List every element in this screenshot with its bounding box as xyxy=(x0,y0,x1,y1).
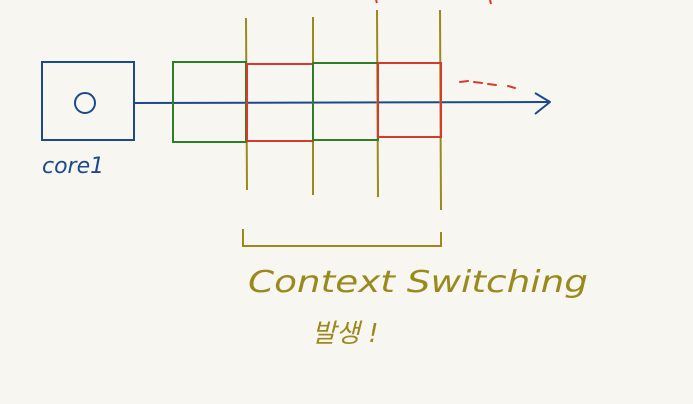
top-mark-1 xyxy=(375,0,378,4)
timeline-axis xyxy=(133,101,551,104)
process-block-red-2 xyxy=(377,62,442,138)
context-switch-bracket xyxy=(242,229,442,247)
core-box xyxy=(41,61,135,141)
caption-occurrence: 발생 ! xyxy=(312,319,379,349)
top-mark-2 xyxy=(489,0,492,5)
core-label: core1 xyxy=(42,154,104,179)
timeline-arrowhead xyxy=(534,92,551,115)
core-circle-icon xyxy=(74,92,96,114)
caption-context-switching: Context Switching xyxy=(248,265,588,300)
continuation-dashes xyxy=(459,80,516,89)
